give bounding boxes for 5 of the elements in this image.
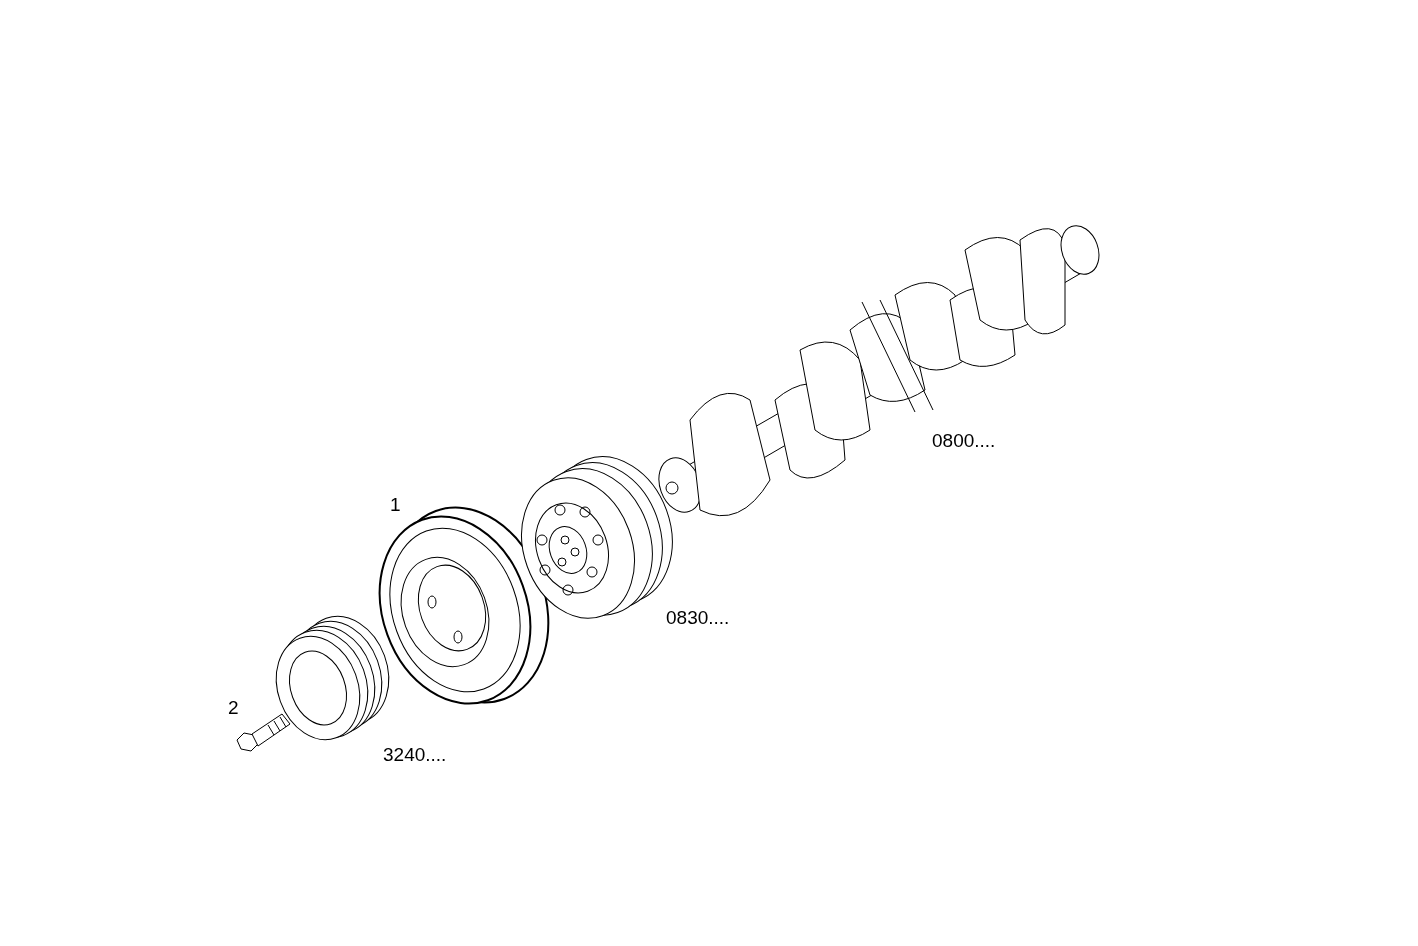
callout-number: 1 (390, 495, 401, 514)
part-number: 0830.... (666, 608, 730, 627)
part-number: 3240.... (383, 745, 447, 764)
callout-number: 2 (228, 698, 239, 717)
part-number: 0800.... (932, 431, 996, 450)
